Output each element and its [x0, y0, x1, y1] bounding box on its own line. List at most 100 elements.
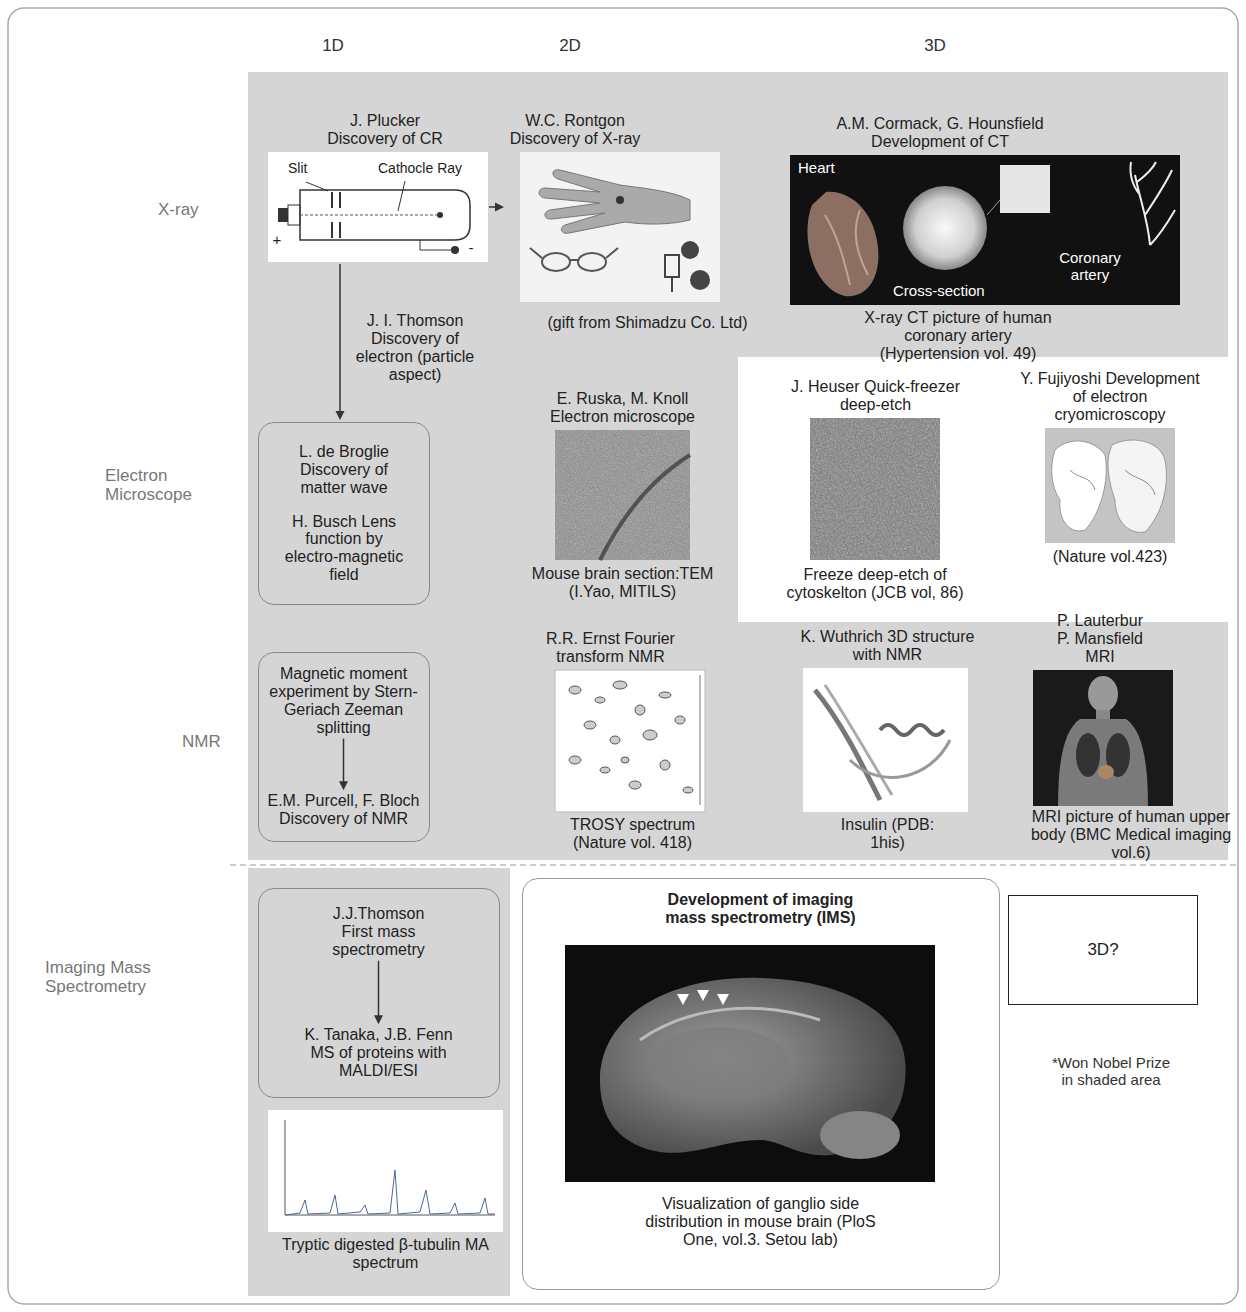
figure-heading: A.M. Cormack, G. Hounsfield Development … — [815, 115, 1065, 151]
nmr-spectrum — [555, 670, 705, 812]
history-box: 3D? — [1008, 895, 1198, 1005]
xray-photo-figure — [578, 253, 606, 271]
arrowhead — [495, 203, 504, 212]
box-text: L. de Broglie Discovery of matter wave — [277, 443, 411, 497]
figure-heading: K. Wuthrich 3D structure with NMR — [795, 628, 980, 664]
figure-panel: Y. Fujiyoshi Development of electron cry… — [1020, 370, 1200, 566]
row-header: Electron Microscope — [105, 466, 205, 504]
figure-caption: Tryptic digested β-tubulin MA spectrum — [273, 1236, 498, 1272]
box-text: K. Tanaka, J.B. Fenn MS of proteins with… — [296, 1026, 461, 1080]
mri-image — [1033, 670, 1173, 806]
cryo-em-map — [1108, 440, 1166, 532]
nmr-spectrum — [569, 681, 693, 793]
cathode-ray-tube-figure — [278, 208, 288, 222]
milestone-text: K. Tanaka, J.B. Fenn MS of proteins with… — [296, 1026, 461, 1080]
tem-micrograph — [555, 430, 690, 560]
xray-photo-figure — [616, 196, 624, 204]
figure-panel: J. Plucker Discovery of CR — [268, 112, 488, 262]
insulin-structure — [815, 690, 880, 800]
mri-image — [1088, 676, 1118, 712]
ims-brain-image — [820, 1111, 900, 1159]
nmr-spectrum — [621, 757, 629, 763]
figure-label: Coronary artery — [1050, 250, 1130, 284]
cathode-ray-tube-figure — [268, 152, 488, 262]
polarity-sign: - — [465, 240, 477, 257]
ims-brain-image — [565, 945, 935, 1182]
nobel-shading — [248, 72, 1228, 860]
nobel-shading — [248, 868, 510, 1296]
xray-photo-figure — [520, 152, 720, 302]
xray-photo-figure — [606, 248, 618, 258]
figure-panel: A.M. Cormack, G. Hounsfield Development … — [790, 115, 1180, 363]
ims-brain-image — [640, 1008, 820, 1040]
figure-caption: TROSY spectrum (Nature vol. 418) — [560, 816, 705, 852]
figure-label: Slit — [288, 161, 328, 177]
ims-brain-image — [565, 945, 935, 1182]
deep-etch-micrograph — [810, 418, 940, 560]
cryo-em-map — [1070, 470, 1155, 495]
history-box: Development of imaging mass spectrometry… — [522, 878, 1000, 1290]
xray-photo-figure — [690, 270, 710, 290]
box-text: J.J.Thomson First mass spectrometry — [316, 905, 441, 959]
cryo-em-map — [1052, 441, 1107, 531]
box-text: E.M. Purcell, F. Bloch Discovery of NMR — [263, 792, 425, 828]
connector-line — [378, 961, 380, 1017]
connector-line — [339, 264, 341, 412]
connector-line — [343, 739, 345, 783]
box-text: H. Busch Lens function by electro-magnet… — [277, 513, 411, 585]
figure-panel: W.C. Rontgon Discovery of X-ray(gift fro… — [505, 112, 770, 332]
xray-photo-figure — [570, 259, 578, 261]
arrow-connector — [489, 203, 504, 212]
ims-brain-image — [697, 990, 709, 1001]
nmr-spectrum — [555, 670, 705, 812]
insulin-structure — [803, 668, 968, 812]
insulin-structure — [880, 725, 944, 735]
nmr-spectrum — [629, 781, 641, 789]
figure-heading: R.R. Ernst Fourier transform NMR — [523, 630, 698, 666]
nmr-spectrum — [643, 730, 657, 740]
nmr-spectrum — [660, 760, 670, 770]
figure-panel: E. Ruska, M. Knoll Electron microscopeMo… — [510, 390, 735, 601]
cathode-ray-tube-figure — [339, 192, 341, 208]
ims-brain-image — [677, 994, 689, 1005]
figure-panel: R.R. Ernst Fourier transform NMR TROSY sp… — [523, 630, 705, 852]
divider-line — [230, 865, 1238, 866]
ms-spectrum — [268, 1110, 503, 1232]
cathode-ray-tube-figure — [331, 222, 333, 238]
mri-image — [1033, 670, 1173, 806]
xray-photo-figure — [539, 170, 690, 234]
insulin-structure — [850, 740, 950, 777]
cathode-ray-tube-figure — [306, 182, 328, 191]
ct-figure — [903, 186, 987, 270]
figure-panel: J. Heuser Quick-freezer deep-etchFreeze … — [775, 378, 975, 602]
nmr-spectrum — [675, 716, 685, 724]
arrowhead — [336, 411, 345, 420]
row-header: NMR — [182, 732, 242, 751]
cathode-ray-tube-figure — [300, 215, 440, 216]
deep-etch-micrograph — [810, 418, 940, 560]
insulin-structure — [825, 685, 892, 795]
ct-figure — [790, 155, 1180, 305]
figure-panel: P. Lauterbur P. Mansfield MRIMRI picture… — [1025, 612, 1237, 861]
nmr-spectrum — [600, 767, 610, 773]
cathode-ray-tube-figure — [288, 205, 300, 225]
nmr-spectrum — [659, 692, 671, 698]
box-text: Magnetic moment experiment by Stern-Geri… — [264, 665, 424, 737]
cathode-ray-tube-figure — [420, 240, 451, 250]
polarity-sign: + — [270, 232, 284, 249]
nmr-spectrum — [584, 721, 596, 729]
cathode-ray-tube-figure — [437, 212, 443, 218]
nmr-spectrum — [610, 736, 620, 744]
ct-figure — [1130, 162, 1175, 245]
cryo-em-map — [1045, 428, 1175, 543]
column-header: 2D — [537, 36, 603, 55]
mri-image — [1076, 733, 1100, 777]
figure-label: Cathocle Ray — [378, 161, 478, 177]
arrowhead — [374, 1015, 383, 1024]
figure-caption: X-ray CT picture of human coronary arter… — [858, 309, 1058, 363]
figure-caption: Mouse brain section:TEM (I.Yao, MITILS) — [510, 565, 735, 601]
tem-micrograph — [555, 430, 690, 560]
ct-figure — [807, 192, 878, 296]
milestone-text: Magnetic moment experiment by Stern-Geri… — [264, 665, 424, 737]
insulin-structure — [803, 668, 968, 812]
